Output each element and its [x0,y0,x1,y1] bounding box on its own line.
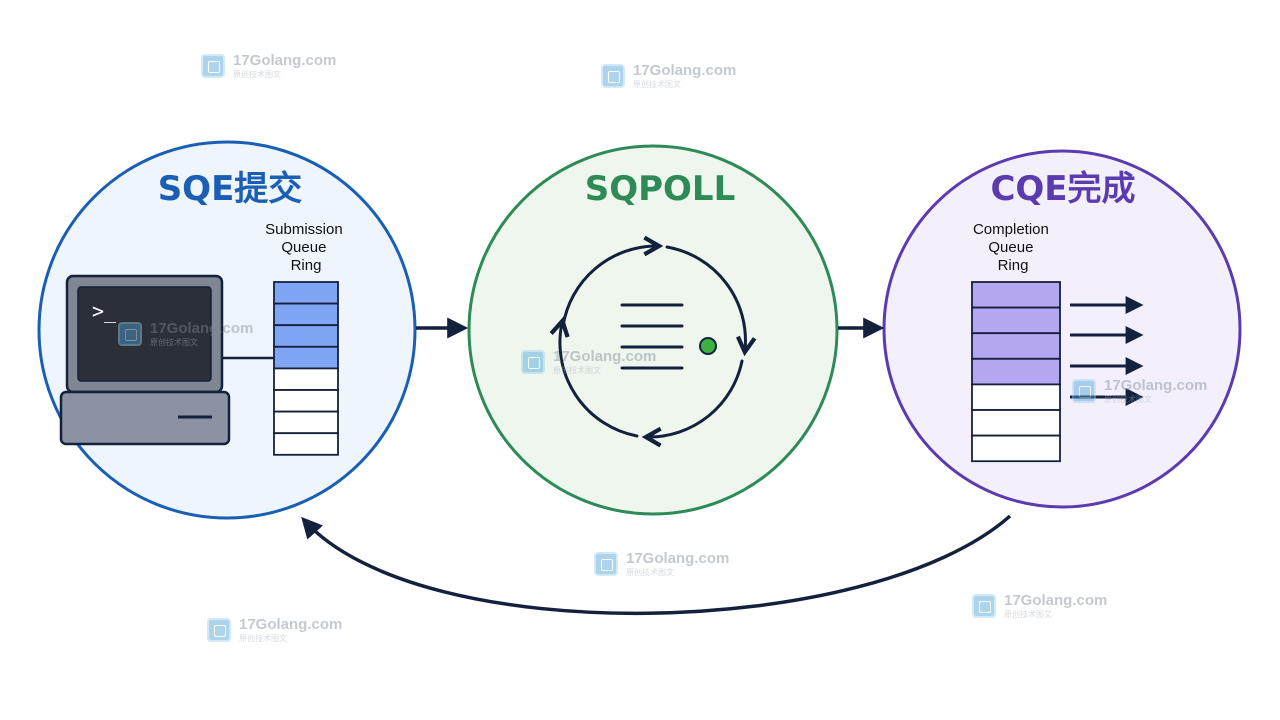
sq-empty-slot [273,432,339,456]
sqpoll-title: SQPOLL [585,169,736,209]
status-dot-icon [699,337,717,355]
submission-label-line-3: Ring [291,257,322,274]
sqe-circle: SQE提交 >_ Submission Queue Ring [37,140,417,520]
cq-filled-slot [971,306,1061,335]
submission-label-line-1: Submission [265,221,343,238]
sq-filled-slot [273,324,339,348]
sqpoll-circle: SQPOLL [467,144,839,516]
cq-empty-slot [971,409,1061,437]
cqe-to-sqe-return-arrow [301,514,1012,616]
cq-filled-slot [971,332,1061,360]
submission-label-line-2: Queue [281,239,326,256]
sq-empty-slot [273,389,339,413]
completion-label-line-3: Ring [998,257,1029,274]
sqpoll-circle-boundary [467,144,839,516]
completion-output-arrows [1070,296,1144,406]
cqe-circle: CQE完成 Completion Queue Ring [882,149,1242,509]
completion-queue-ring [971,281,1061,463]
sq-filled-slot [273,345,339,370]
submission-queue-label: Submission Queue Ring [265,221,347,274]
computer-icon: >_ [59,274,231,446]
terminal-prompt: >_ [92,299,117,323]
sq-empty-slot [273,410,339,435]
polling-loop-icon [560,246,746,437]
completion-label-line-1: Completion [973,221,1049,238]
cq-filled-slot [971,357,1061,386]
cq-empty-slot [971,383,1061,411]
completion-label-line-2: Queue [988,239,1033,256]
cq-filled-slot [971,281,1061,309]
sq-filled-slot [273,302,339,327]
cqe-title: CQE完成 [990,169,1135,209]
queue-lines-icon [620,303,684,370]
sq-empty-slot [273,367,339,391]
cq-empty-slot [971,434,1061,463]
sqe-title: SQE提交 [158,169,303,209]
completion-queue-label: Completion Queue Ring [973,221,1053,274]
submission-queue-ring [273,281,339,456]
sq-filled-slot [273,281,339,305]
